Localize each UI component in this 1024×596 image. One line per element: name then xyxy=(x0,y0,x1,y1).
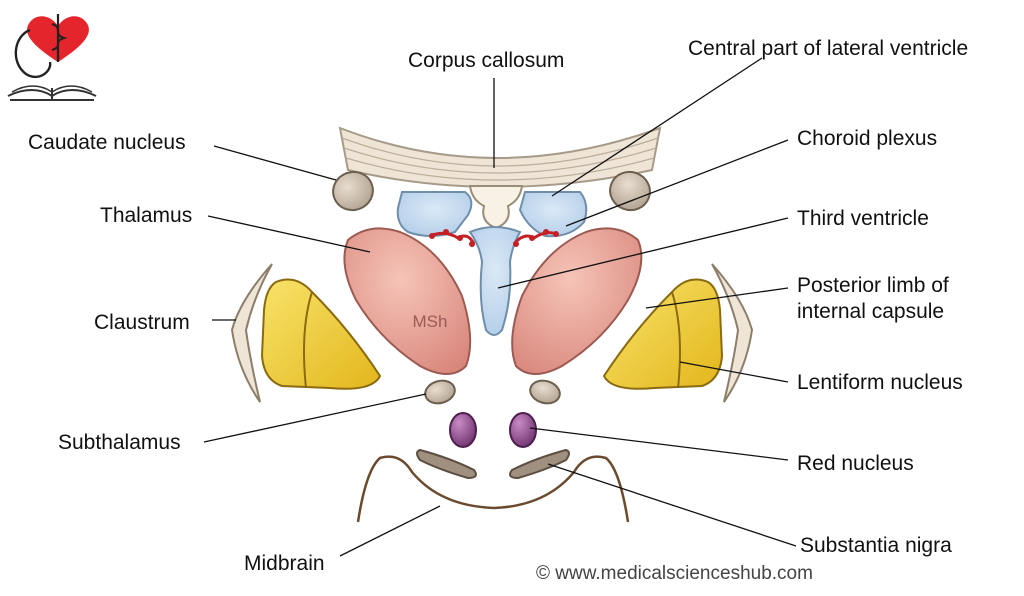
label-choroid-plexus: Choroid plexus xyxy=(797,127,938,150)
midbrain-outline xyxy=(356,455,630,523)
septum-shape xyxy=(468,185,524,230)
label-central-lateral-ventricle: Central part of lateral ventricle xyxy=(688,37,969,60)
right-caudate-nucleus-shape xyxy=(609,170,651,212)
label-third-ventricle: Third ventricle xyxy=(797,207,929,230)
label-corpus-callosum: Corpus callosum xyxy=(408,49,565,72)
left-claustrum-shape xyxy=(230,263,273,403)
left-lentiform-nucleus-shape xyxy=(260,278,382,390)
right-thalamus-shape xyxy=(511,227,643,375)
right-substantia-nigra-shape xyxy=(509,448,570,480)
right-red-nucleus-shape xyxy=(509,412,537,448)
left-caudate-nucleus-shape xyxy=(332,170,374,212)
label-red-nucleus: Red nucleus xyxy=(797,452,914,475)
corpus-callosum-shape xyxy=(338,126,662,188)
right-subthalamus-shape xyxy=(529,379,561,405)
label-subthalamus: Subthalamus xyxy=(58,431,181,454)
label-caudate-nucleus: Caudate nucleus xyxy=(28,131,186,154)
label-claustrum: Claustrum xyxy=(94,311,190,334)
leader-lines xyxy=(203,57,797,557)
logo xyxy=(7,14,97,101)
label-thalamus: Thalamus xyxy=(100,204,193,227)
right-claustrum-shape xyxy=(711,263,754,403)
label-midbrain: Midbrain xyxy=(244,552,325,575)
label-substantia-nigra: Substantia nigra xyxy=(800,534,952,557)
third-ventricle-shape xyxy=(468,226,522,336)
left-subthalamus-shape xyxy=(424,379,456,405)
logo-stethoscope-icon xyxy=(14,28,52,79)
left-lateral-ventricle-shape xyxy=(396,191,473,237)
label-lentiform-nucleus: Lentiform nucleus xyxy=(797,371,963,394)
left-thalamus-shape xyxy=(343,227,472,375)
right-lentiform-nucleus-shape xyxy=(602,278,724,390)
left-red-nucleus-shape xyxy=(449,412,477,448)
left-substantia-nigra-shape xyxy=(416,448,477,480)
logo-book-icon xyxy=(7,88,97,101)
label-posterior-limb-internal-capsule: Posterior limb of internal capsule xyxy=(797,274,949,323)
thalamus-mark: MSh xyxy=(413,312,448,331)
logo-caduceus-icon xyxy=(51,14,68,62)
right-lateral-ventricle-shape xyxy=(518,191,588,238)
copyright-notice: © www.medicalscienceshub.com xyxy=(536,563,813,584)
